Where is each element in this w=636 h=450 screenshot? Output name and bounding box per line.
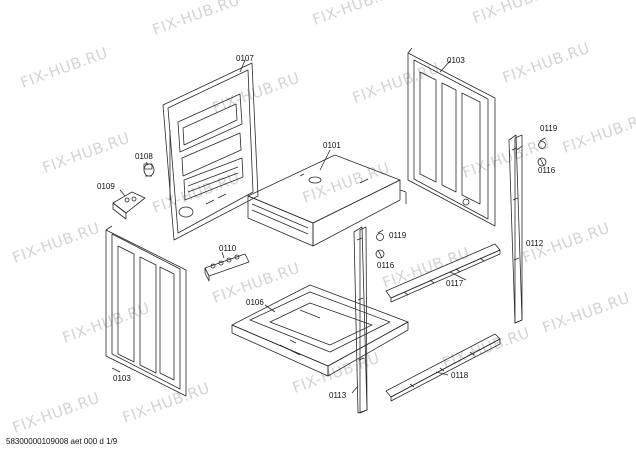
leader-0110 (221, 251, 225, 259)
document-code: 58300000109008 aet 000 d 1/9 (6, 437, 118, 446)
knob-0108 (143, 163, 155, 177)
bottom-tray-0106 (231, 284, 409, 377)
grommet-0119-right (538, 137, 546, 149)
part-label-0103-top: 0103 (447, 56, 465, 65)
leader-0106 (264, 304, 276, 313)
leader-0107 (239, 59, 246, 73)
part-label-0118: 0118 (451, 371, 469, 380)
clip-0116-middle (375, 249, 385, 259)
rail-bar-0118 (385, 333, 501, 402)
part-label-0119-middle: 0119 (389, 231, 407, 240)
back-panel-0107 (162, 62, 259, 241)
leader-0109 (119, 189, 126, 197)
part-label-0109: 0109 (97, 182, 115, 191)
part-label-0119-right: 0119 (540, 124, 558, 133)
leader-0117 (449, 271, 467, 281)
bracket-0109 (112, 191, 146, 220)
leader-0118 (435, 371, 449, 376)
terminal-block-0110 (204, 253, 250, 282)
rail-0113 (353, 226, 368, 414)
leader-0103b (111, 367, 121, 373)
part-label-0116-right: 0116 (538, 166, 556, 175)
side-panel-right-0103 (407, 47, 496, 227)
grommet-0119-middle (376, 229, 384, 241)
leader-0112 (516, 145, 523, 151)
part-label-0112: 0112 (526, 239, 544, 248)
part-label-0101: 0101 (323, 141, 341, 150)
leader-0101 (319, 149, 331, 171)
rail-0112 (508, 134, 523, 324)
part-label-0108: 0108 (135, 152, 153, 161)
leader-0113 (351, 385, 359, 394)
part-label-0117: 0117 (446, 279, 464, 288)
part-label-0113: 0113 (329, 391, 347, 400)
part-label-0107: 0107 (236, 54, 254, 63)
rail-bar-0117 (385, 243, 501, 303)
part-label-0103-bottom: 0103 (113, 374, 131, 383)
part-label-0106: 0106 (246, 298, 264, 307)
top-housing-0101 (247, 154, 407, 247)
side-panel-left-0103 (105, 225, 187, 397)
leader-0108 (145, 161, 149, 166)
part-label-0110: 0110 (219, 244, 237, 253)
leader-0103a (439, 60, 451, 73)
part-label-0116-middle: 0116 (377, 261, 395, 270)
clip-0116-right (537, 157, 547, 167)
